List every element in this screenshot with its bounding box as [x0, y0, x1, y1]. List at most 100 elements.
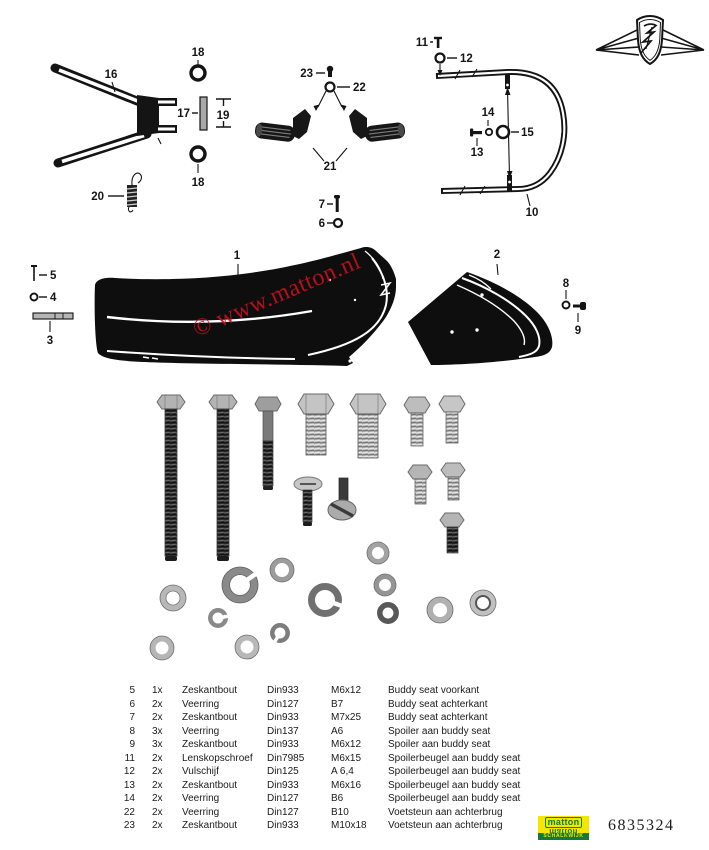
matton-wordmark-mirrored: matton	[549, 827, 578, 836]
bushing-17	[199, 96, 208, 131]
fork-part-16	[50, 63, 177, 168]
matton-schalkwijk-logo: matton matton SCHALKWIJK	[538, 816, 589, 840]
big-hex-bolt-1	[297, 393, 335, 456]
table-cell: Spoilerbeugel aan buddy seat	[388, 766, 521, 777]
washer-14	[484, 127, 494, 137]
right-footpeg	[364, 122, 406, 142]
washer-8	[561, 300, 571, 310]
callout-15: 15	[521, 127, 534, 139]
table-cell: M6x12	[331, 685, 362, 696]
bolt-5	[31, 265, 37, 281]
pin-3	[32, 312, 74, 320]
callout-18-bottom: 18	[192, 177, 205, 189]
medium-bolt	[254, 396, 282, 490]
table-cell: B6	[331, 793, 344, 804]
callout-17: 17	[177, 108, 190, 120]
big-hex-bolt-2	[349, 393, 387, 459]
table-cell: Veerring	[182, 698, 220, 710]
table-cell: Spoilerbeugel aan buddy seat	[388, 793, 521, 804]
shield-icon	[635, 14, 665, 66]
table-cell: 11	[124, 752, 135, 764]
table-cell: Buddy seat achterkant	[388, 712, 488, 723]
table-cell: Zeskantbout	[182, 739, 238, 750]
screw-11	[434, 36, 442, 48]
footrest-diagram: 23 22 21 7	[255, 65, 406, 230]
table-cell: 6	[129, 698, 135, 710]
table-cell: Din127	[267, 806, 299, 818]
callout-20: 20	[91, 191, 104, 203]
winged-shield-logo	[595, 14, 705, 66]
spring-part-20	[126, 172, 143, 213]
callout-2-leader	[496, 263, 499, 276]
callout-16: 16	[105, 69, 118, 81]
callout-7: 7	[319, 199, 325, 211]
table-row: 7 2x Zeskantbout Din933 M7x25 Buddy seat acht…	[117, 711, 525, 725]
bolt-13	[470, 128, 482, 137]
fork-bracket-diagram: 16 20 18 17 19 18	[50, 47, 231, 213]
table-cell: M10x18	[331, 820, 367, 831]
table-cell: Zeskantbout	[182, 712, 238, 723]
table-cell: Buddy seat voorkant	[388, 685, 480, 696]
table-cell: Veerring	[182, 725, 220, 737]
catalog-part-number: 6835324	[608, 817, 675, 834]
table-cell: A 6,4	[331, 766, 354, 777]
small-hex-bolt-3	[407, 464, 433, 505]
table-cell: M6x16	[331, 779, 362, 791]
seat-spoiler-diagram: 5 4 3 1	[29, 247, 586, 366]
callout-18-top: 18	[192, 47, 205, 59]
table-cell: Zeskantbout	[182, 779, 238, 791]
callout-10-leader	[526, 193, 531, 207]
table-cell: 2x	[152, 779, 163, 791]
washer-4	[29, 292, 39, 302]
callout-22: 22	[353, 82, 366, 94]
table-cell: Spoiler aan buddy seat	[388, 725, 491, 737]
table-cell: Spoilerbeugel aan buddy seat	[388, 752, 521, 764]
washer-22	[324, 81, 336, 93]
table-cell: Din933	[267, 712, 299, 723]
bracket-part-10	[435, 68, 568, 196]
small-hex-bolt-2	[438, 395, 466, 444]
callout-16-leader	[111, 81, 116, 93]
table-cell: Din933	[267, 820, 299, 831]
callout-11: 11	[416, 37, 429, 49]
table-cell: 13	[123, 779, 135, 791]
callout-5: 5	[50, 270, 57, 282]
table-cell: 7	[129, 712, 135, 723]
washer-18-top	[189, 64, 207, 82]
callout-21-leaders	[312, 147, 348, 162]
table-cell: Din137	[267, 725, 299, 737]
table-cell: Veerring	[182, 806, 220, 818]
callout-19: 19	[217, 110, 230, 122]
table-cell: 5	[129, 685, 135, 696]
callout-6: 6	[319, 218, 325, 230]
table-cell: M6x12	[331, 739, 362, 750]
table-cell: Zeskantbout	[182, 820, 238, 831]
slotted-screw	[327, 477, 357, 521]
callout-21: 21	[324, 161, 337, 173]
table-cell: M7x25	[331, 712, 362, 723]
matton-wordmark: matton	[544, 817, 583, 828]
table-cell: B7	[331, 698, 344, 710]
matton-logo-wordmarks: matton matton	[538, 816, 589, 836]
callout-13: 13	[471, 147, 484, 159]
pan-head-screw	[293, 476, 323, 526]
washer-set	[149, 541, 497, 661]
callout-14: 14	[482, 107, 495, 119]
table-cell: 2x	[152, 712, 163, 723]
bolt-9	[573, 302, 586, 310]
long-bolt-1	[156, 394, 186, 561]
callout-10: 10	[526, 207, 539, 219]
washer-12	[434, 52, 446, 64]
table-cell: Din125	[267, 766, 299, 777]
table-cell: Din933	[267, 739, 299, 750]
